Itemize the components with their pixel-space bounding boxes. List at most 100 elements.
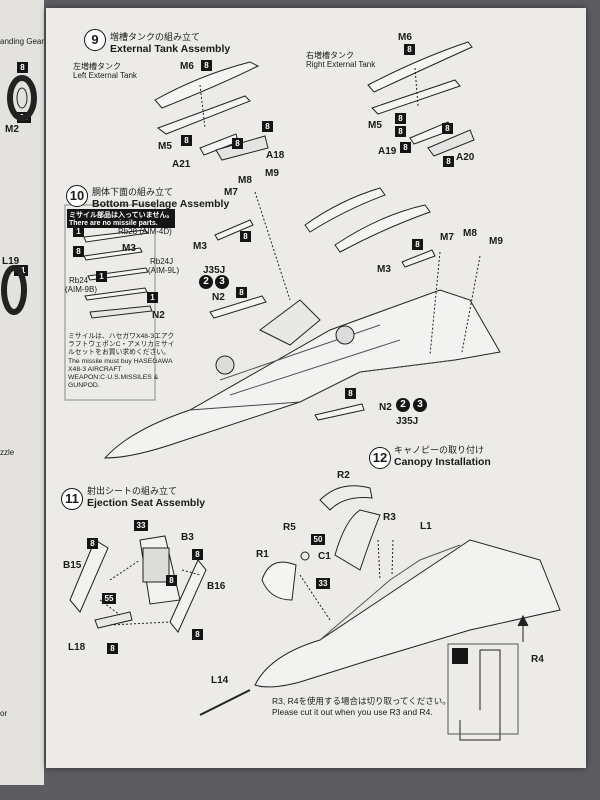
part-badge: 8 [192,549,203,560]
part-badge: 8 [107,643,118,654]
missile-label-rb24j: Rb24J [150,257,174,266]
part-label-a21: A21 [172,159,191,170]
part-badge: 8 [442,123,453,134]
step-number: 12 [369,447,391,469]
part-label-a19: A19 [378,146,397,157]
part-badge: 50 [311,534,325,545]
cut-note-jp: R3, R4を使用する場合は切り取ってください。 [272,696,451,706]
part-label-n2: N2 [212,292,225,303]
step-title-en: External Tank Assembly [110,43,231,55]
step-title-jp: 胴体下面の組み立て [92,187,174,197]
landing-gear-label: anding Gear [0,37,45,46]
tank-label-jp: 右増槽タンク [306,51,354,60]
part-label-a20: A20 [456,152,475,163]
part-label-l19: L19 [2,256,20,267]
part-badge: 8 [201,60,212,71]
part-label-l18: L18 [68,642,86,653]
step-title-jp: 射出シートの組み立て [87,486,178,496]
left-page-edge: anding Gear 8 33 M2 L19 61 zzle or [0,0,44,785]
part-badge: 8 [400,142,411,153]
part-badge: 8 [73,246,84,257]
part-label-r4: R4 [531,654,544,665]
part-badge: 8 [404,44,415,55]
part-label-m5: M5 [158,141,172,152]
part-label-m6: M6 [180,61,194,72]
missile-note-en: The missile must buy HASEGAWA X48-3 AIRC… [68,358,173,389]
missile-label-aim9b: (AIM-9B) [65,285,97,294]
part-label-m7: M7 [224,187,238,198]
missile-note-jp: ミサイルは、ハセガワX48-3エアクラフトウェポンC・アメリカミサイルセットをお… [68,333,175,356]
decal-number-badge: 3 [413,398,427,412]
part-label-c1: C1 [318,551,331,562]
part-badge: 8 [192,629,203,640]
part-badge: 1 [96,271,107,282]
part-badge: 8 [232,138,243,149]
tank-label-jp: 左増槽タンク [73,62,121,71]
step-number: 10 [66,185,88,207]
step-title-jp: 増槽タンクの組み立て [110,32,201,42]
part-label-m2: M2 [5,124,19,135]
part-label-j35j: J35J [396,416,419,427]
part-badge: 8 [87,538,98,549]
missile-warning-header: ミサイル部品は入っていません。 There are no missile par… [67,209,176,228]
step-title-jp: キャノピーの取り付け [394,445,485,455]
part-badge: 8 [443,156,454,167]
part-label-m6: M6 [398,32,412,43]
part-badge: 1 [147,292,158,303]
tank-label-en: Right External Tank [306,60,376,69]
part-label-l1: L1 [420,521,432,532]
step-number: 11 [61,488,83,510]
decal-number-badge: 2 [396,398,410,412]
part-label-b16: B16 [207,581,226,592]
step-title-en: Ejection Seat Assembly [87,497,206,509]
part-label-m3: M3 [377,264,391,275]
part-label-m8: M8 [238,175,252,186]
part-badge: 8 [395,113,406,124]
missile-label-aim9l: (AIM-9L) [148,266,180,275]
missile-label-rb24: Rb24 [69,276,89,285]
step-number: 9 [84,29,106,51]
cut-icon [452,648,468,664]
part-label-m8: M8 [463,228,477,239]
part-label-m3: M3 [193,241,207,252]
decal-number-badge: 2 [199,275,213,289]
part-label-n2: N2 [152,310,165,321]
part-badge: 8 [345,388,356,399]
part-label-r2: R2 [337,470,350,481]
part-badge: 8 [262,121,273,132]
part-label-j35j: J35J [203,265,226,276]
part-label-m5: M5 [368,120,382,131]
missile-label-rb28: Rb28 (AIM-4D) [118,227,172,236]
part-label-n2: N2 [379,402,392,413]
part-label-m9: M9 [265,168,279,179]
part-label-l14: L14 [211,675,229,686]
cut-note-en: Please cut it out when you use R3 and R4… [272,707,433,717]
missile-warning-jp: ミサイル部品は入っていません。 [69,212,174,219]
part-badge: 8 [236,287,247,298]
part-label-r1: R1 [256,549,269,560]
part-badge: 8 [240,231,251,242]
part-label-m9: M9 [489,236,503,247]
part-label-m7: M7 [440,232,454,243]
part-label-m3: M3 [122,243,136,254]
part-badge: 55 [102,593,116,604]
part-badge: 8 [17,62,28,73]
part-badge: 8 [181,135,192,146]
nozzle-label: zzle [0,448,15,457]
part-badge: 8 [395,126,406,137]
part-badge: 8 [412,239,423,250]
part-badge: 8 [166,575,177,586]
part-badge: 33 [134,520,148,531]
left-page-text: or [0,709,8,718]
part-label-a18: A18 [266,150,285,161]
decal-number-badge: 3 [215,275,229,289]
part-badge: 1 [73,226,84,237]
part-label-r3: R3 [383,512,396,523]
step-title-en: Bottom Fuselage Assembly [92,198,230,210]
missile-warning-en: There are no missile parts. [69,220,158,227]
step-title-en: Canopy Installation [394,456,491,468]
part-label-b15: B15 [63,560,82,571]
part-label-r5: R5 [283,522,296,533]
